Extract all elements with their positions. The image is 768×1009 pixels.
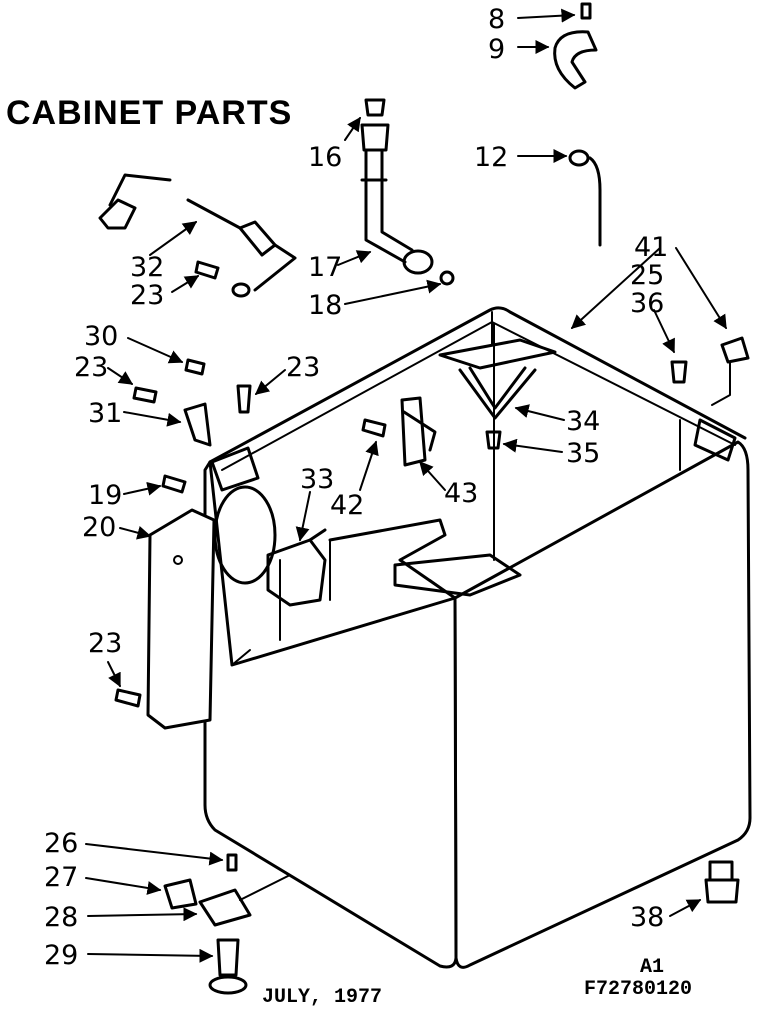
footer-code-a1: A1 (640, 956, 664, 979)
callout-36: 36 (630, 288, 664, 319)
callout-31: 31 (88, 398, 122, 429)
callout-30: 30 (84, 321, 118, 352)
callout-17: 17 (308, 252, 342, 283)
footer-part-number: F72780120 (584, 978, 692, 1001)
callout-32: 32 (130, 252, 164, 283)
callout-33: 33 (300, 464, 334, 495)
parts-artwork (98, 2, 750, 995)
callout-23-upper: 23 (130, 280, 164, 311)
callout-25: 25 (630, 260, 664, 291)
callout-19: 19 (88, 480, 122, 511)
diagram-title: CABINET PARTS (6, 94, 292, 132)
callout-8: 8 (488, 4, 505, 35)
footer-date: JULY, 1977 (262, 986, 382, 1009)
callout-9: 9 (488, 34, 505, 65)
callout-29: 29 (44, 940, 78, 971)
callout-16: 16 (308, 142, 342, 173)
callout-41: 41 (634, 232, 668, 263)
callout-23-mid: 23 (286, 352, 320, 383)
callout-43: 43 (444, 478, 478, 509)
callout-26: 26 (44, 828, 78, 859)
leader-arrows (85, 8, 727, 963)
callout-42: 42 (330, 490, 364, 521)
callout-23-lower: 23 (88, 628, 122, 659)
callout-27: 27 (44, 862, 78, 893)
callout-34: 34 (566, 406, 600, 437)
callout-35: 35 (566, 438, 600, 469)
callout-20: 20 (82, 512, 116, 543)
callout-18: 18 (308, 290, 342, 321)
callout-38: 38 (630, 902, 664, 933)
callout-labels: 8 9 12 16 17 18 32 23 41 25 36 30 23 23 … (44, 4, 668, 971)
callout-28: 28 (44, 902, 78, 933)
cabinet-body (203, 306, 752, 969)
callout-12: 12 (474, 142, 508, 173)
callout-23-left: 23 (74, 352, 108, 383)
